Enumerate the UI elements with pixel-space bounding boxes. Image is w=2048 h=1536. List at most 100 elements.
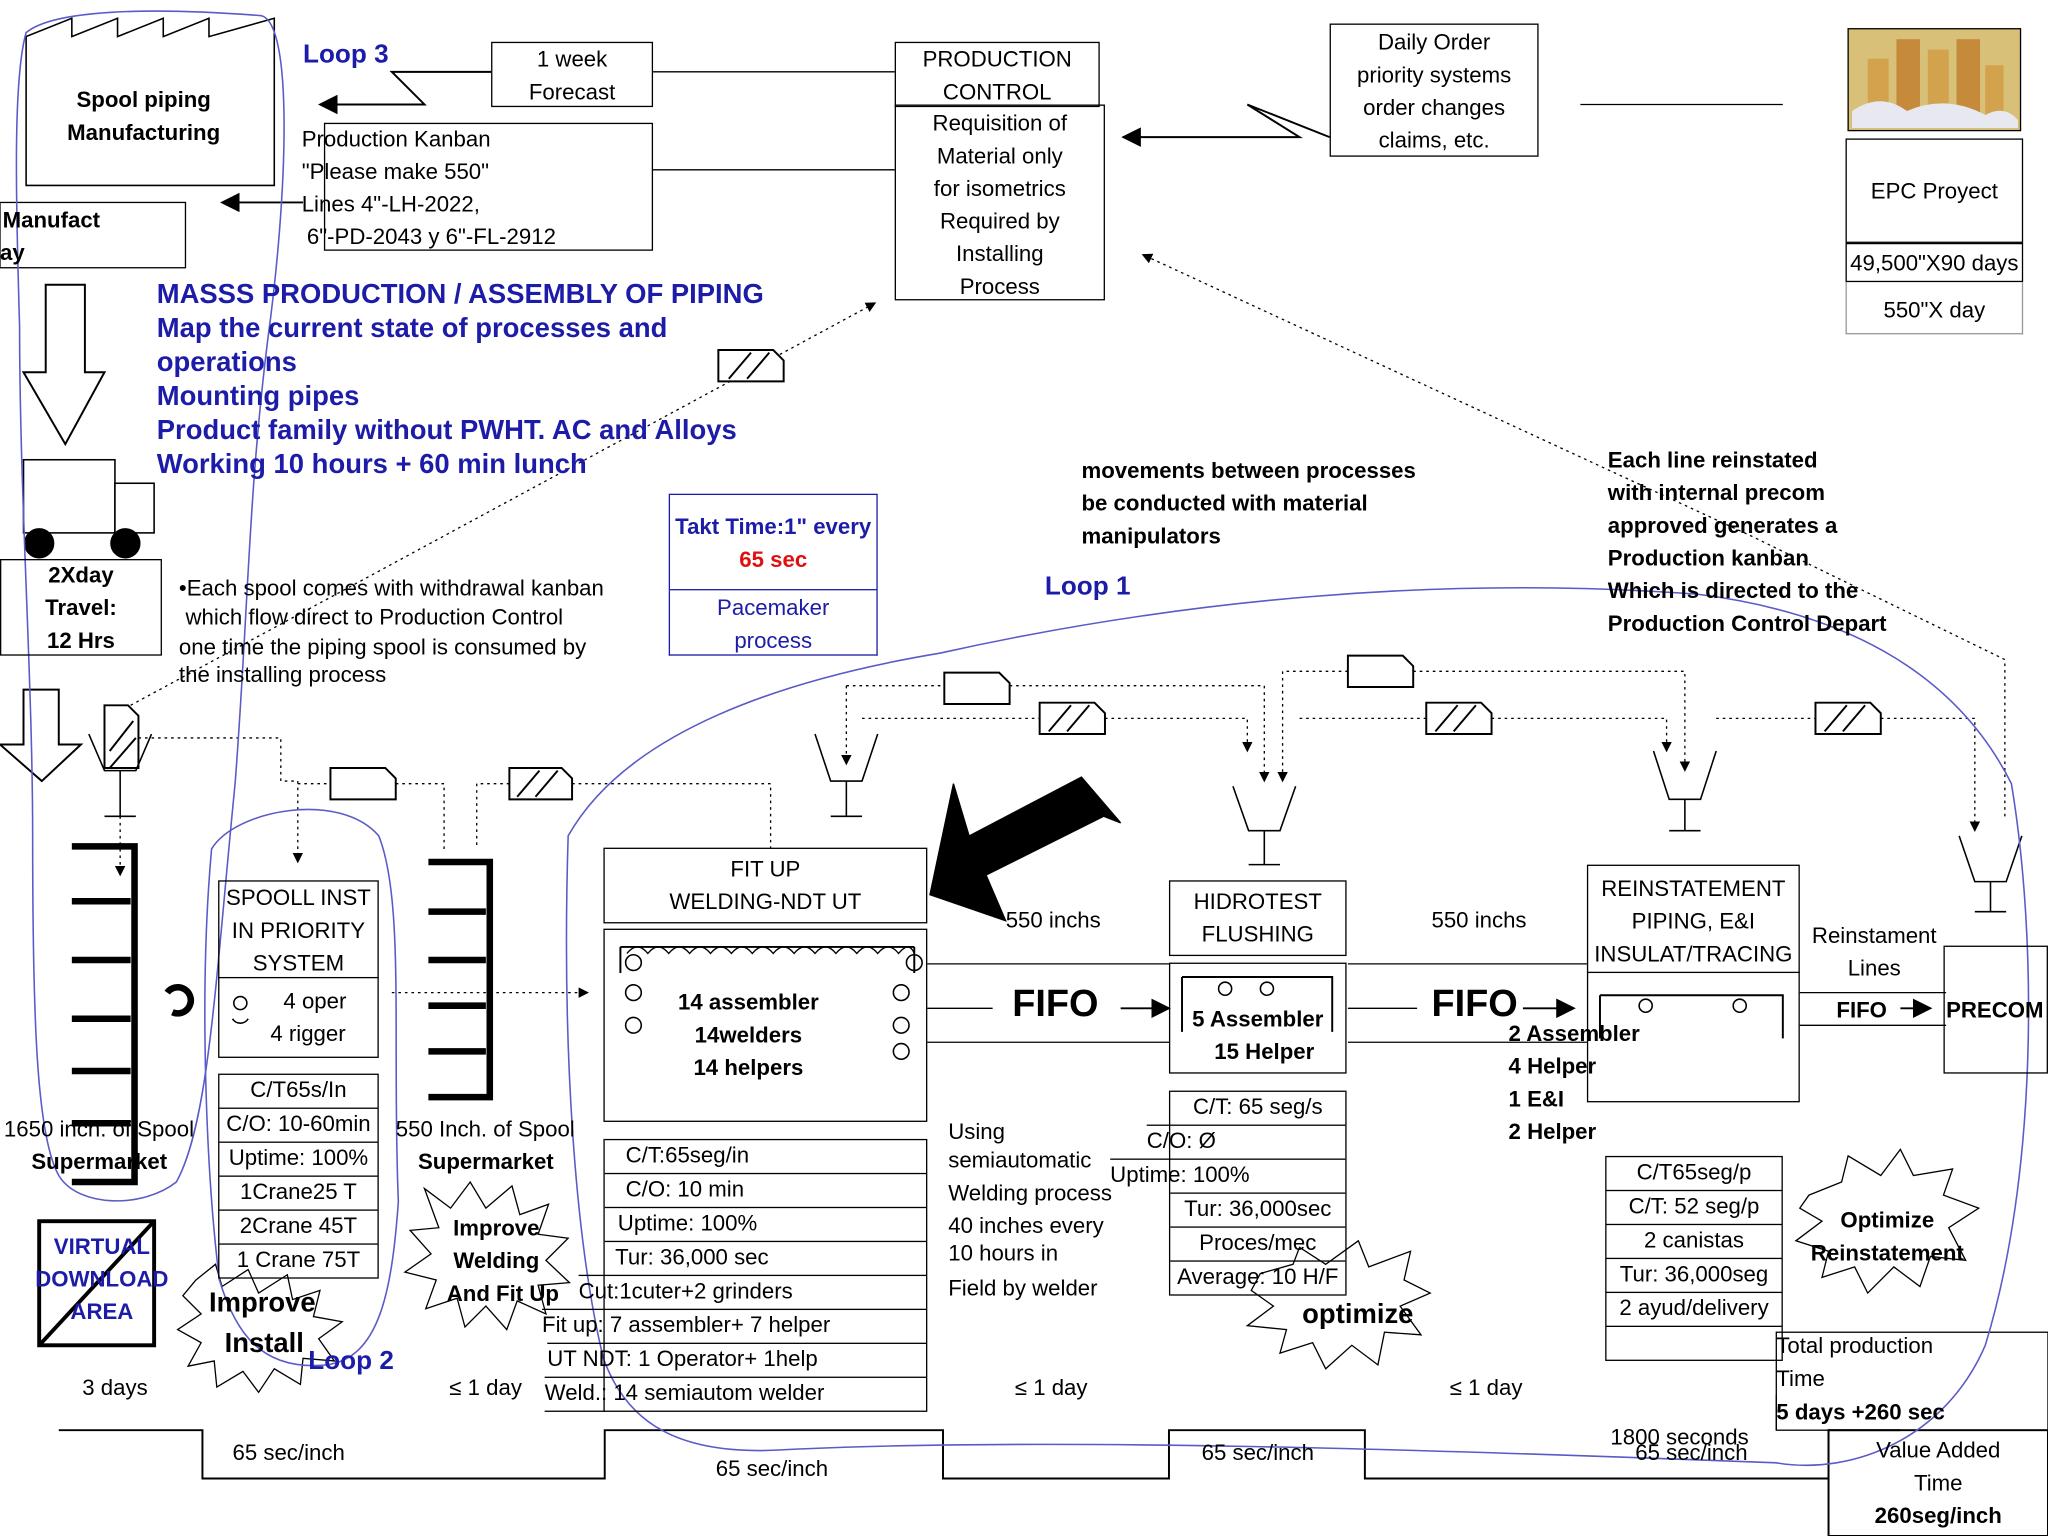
req-line: Installing	[955, 241, 1044, 267]
note-line: Production Control Depart	[1607, 611, 1887, 637]
summary-total-1: Total production	[1776, 1333, 1934, 1359]
note-line: Using	[948, 1119, 1006, 1145]
supermarket-icons	[71, 843, 494, 1186]
daily-order-line: claims, etc.	[1378, 127, 1490, 153]
process-hidro-box	[1168, 962, 1347, 1074]
transport-freq: 2Xday	[48, 562, 114, 588]
headline-line: Map the current state of processes and	[156, 313, 668, 344]
truck-icon	[22, 458, 155, 559]
customer-demand-box	[1845, 242, 2024, 283]
supermarket2-label: Supermarket	[417, 1149, 554, 1175]
kaizen-weld-1: Improve	[453, 1215, 540, 1241]
process-spool-title: SPOOLL INST IN PRIORITY SYSTEM	[218, 882, 379, 980]
process-reinst-data: C/T65seg/p C/T: 52 seg/p 2 canistas Tur:…	[1605, 1155, 1783, 1361]
note-line: which flow direct to Production Control	[185, 604, 564, 630]
push-arrow-icon	[929, 776, 1122, 922]
fitup-title-1: FIT UP	[730, 856, 801, 882]
timeline-seconds-total: 1800 seconds	[1610, 1424, 1749, 1450]
transport-box	[0, 559, 162, 656]
note-line: approved generates a	[1607, 513, 1838, 539]
forecast-line1: 1 week	[536, 47, 608, 72]
pacemaker-line2: process	[734, 628, 813, 654]
ops-line: 2 Helper	[1508, 1119, 1597, 1145]
note-line: Field by welder	[948, 1276, 1098, 1301]
kaizen-bursts	[176, 1148, 1981, 1394]
fifo-qty-2: 550 inchs	[1431, 907, 1527, 933]
reinstated-note: Each line reinstated with internal preco…	[1608, 444, 1887, 640]
kaizen-optimize: optimize	[1302, 1299, 1414, 1330]
ops-line: 2 Assembler	[1508, 1021, 1640, 1047]
data-cell: Cut:1cuter+2 grinders	[578, 1274, 927, 1309]
precom-label: PRECOM	[1946, 997, 2044, 1023]
data-cell: Weld.: 14 semiautom welder	[544, 1376, 927, 1412]
process-reinst-ops: 2 Assembler 4 Helper 1 E&I 2 Helper	[1509, 1017, 1640, 1148]
title-line: SPOOLL INST	[226, 885, 371, 911]
note-line: 10 hours in	[948, 1240, 1059, 1266]
data-cell: C/T:65seg/in	[604, 1138, 927, 1173]
reinst-lines-1: Reinstament	[1811, 923, 1937, 949]
fitup-ops-2: 14welders	[694, 1022, 803, 1048]
fitup-ops-3: 14 helpers	[693, 1055, 804, 1081]
hidro-ops-2: 15 Helper	[1214, 1039, 1315, 1065]
data-cell: Proces/mec	[1170, 1226, 1346, 1260]
hidro-title-2: FLUSHING	[1201, 922, 1314, 947]
headline-line: Product family without PWHT. AC and Allo…	[156, 415, 737, 446]
note-line: 40 inches every	[948, 1213, 1104, 1239]
kaizen-opt-reinst-1: Optimize	[1840, 1208, 1935, 1233]
supplier-name-line1: Spool piping	[76, 87, 211, 113]
precom-box	[1943, 945, 2048, 1074]
divider	[218, 976, 379, 979]
data-cell: C/O: 10-60min	[219, 1107, 378, 1142]
kaizen-install-2: Install	[224, 1328, 304, 1359]
data-cell: Tur: 36,000 sec	[604, 1240, 927, 1275]
movements-note: movements between processes be conducted…	[1081, 455, 1415, 553]
data-cell: 2 canistas	[1606, 1223, 1782, 1258]
timeline-days-2: ≤ 1 day	[449, 1375, 522, 1401]
data-cell: Uptime: 100%	[604, 1206, 927, 1241]
supermarket1-qty: 1650 inch. of Spool	[3, 1116, 195, 1142]
data-cell: Tur: 36,000seg	[1606, 1257, 1782, 1292]
timeline-secs-3: 65 sec/inch	[1201, 1440, 1314, 1466]
customer-plant-icon	[1847, 28, 2022, 132]
virtual-download-area	[37, 1219, 157, 1348]
transport-travel: Travel:	[45, 595, 117, 621]
transport-hours: 12 Hrs	[47, 628, 115, 654]
customer-name: EPC Proyect	[1870, 178, 1998, 204]
daily-order-line: order changes	[1363, 95, 1506, 121]
customer-demand1: 49,500"X90 days	[1850, 250, 2019, 276]
note-line: Welding process	[948, 1180, 1112, 1206]
loop2-label: Loop 2	[308, 1346, 394, 1376]
data-cell: 2Crane 45T	[219, 1209, 378, 1243]
note-line: be conducted with material	[1081, 491, 1368, 516]
note-line: manipulators	[1081, 523, 1221, 549]
headline-line: Mounting pipes	[156, 381, 360, 412]
kanban-cards	[103, 349, 1882, 801]
kanban-line: 6"-PD-2043 y 6"-FL-2912	[306, 224, 556, 250]
fifo-label-3: FIFO	[1836, 997, 1887, 1023]
requisition-box	[894, 104, 1105, 301]
title-line: SYSTEM	[252, 950, 345, 976]
spool-ops-1: 4 oper	[283, 988, 347, 1014]
takt-line2: 65 sec	[739, 547, 808, 573]
fifo-label-1: FIFO	[1012, 983, 1099, 1026]
note-line: the installing process	[178, 662, 387, 688]
headline-line: operations	[156, 347, 297, 378]
data-cell: Average: 10 H/F	[1170, 1260, 1346, 1296]
reinst-lines-2: Lines	[1847, 956, 1901, 981]
timeline-secs-1: 65 sec/inch	[232, 1440, 345, 1466]
note-line: movements between processes	[1081, 458, 1416, 484]
ops-line: 4 Helper	[1508, 1054, 1597, 1079]
fitup-title-2: WELDING-NDT UT	[669, 889, 862, 915]
summary-total-2: Time	[1776, 1366, 1825, 1391]
daily-order-box	[1329, 23, 1539, 157]
forecast-line2: Forecast	[528, 79, 616, 105]
req-line: Required by	[939, 208, 1060, 234]
data-cell: 1Crane25 T	[219, 1175, 378, 1209]
data-cell	[1606, 1325, 1782, 1361]
kanban-line: Lines 4"-LH-2022,	[301, 191, 480, 217]
req-line: Material only	[936, 143, 1063, 169]
process-spool-box	[218, 880, 379, 1058]
req-line: Requisition of	[932, 111, 1068, 136]
